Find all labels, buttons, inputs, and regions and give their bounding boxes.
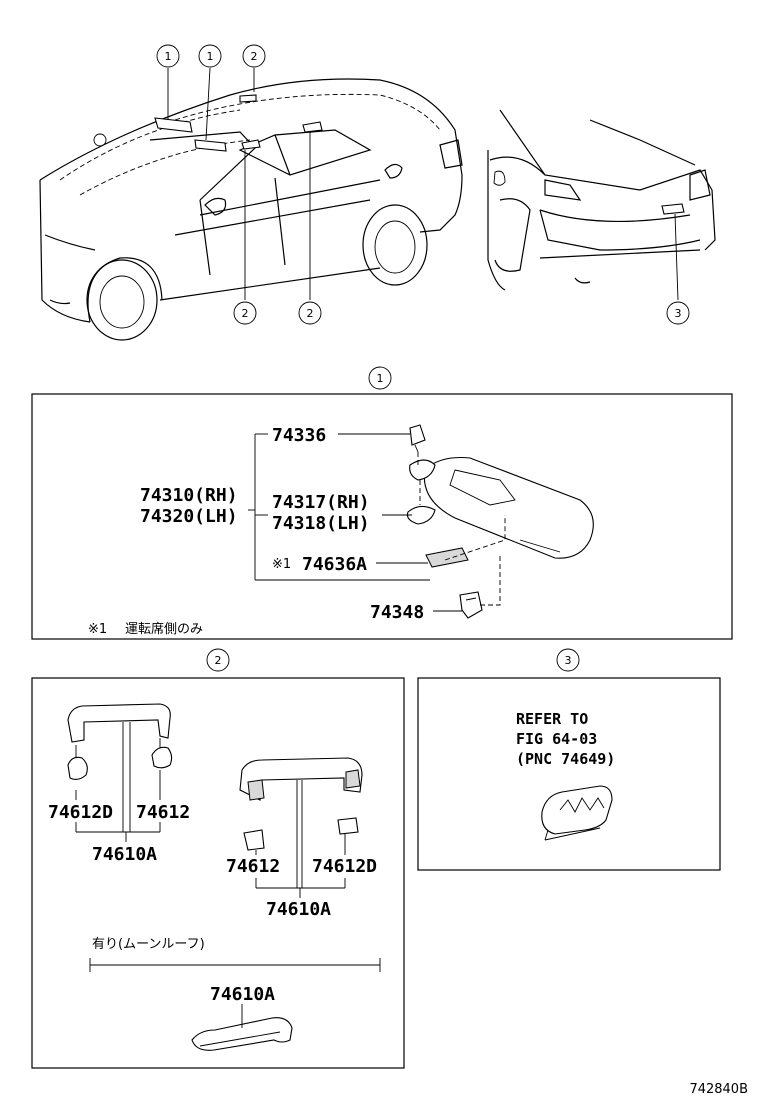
section-3-header: 3 — [556, 648, 580, 672]
svg-text:1: 1 — [207, 50, 214, 63]
svg-text:2: 2 — [307, 307, 314, 320]
figure-code: 742840B — [689, 1082, 748, 1097]
callout-2-vehicle-rear-door: 2 — [298, 301, 322, 325]
callout-1-vehicle-a: 1 — [156, 44, 180, 68]
grip-b-74612d: 74612D — [312, 856, 377, 877]
section-2-header: 2 — [206, 648, 230, 672]
part-74636a: 74636A — [302, 554, 367, 575]
svg-text:2: 2 — [242, 307, 249, 320]
svg-text:3: 3 — [565, 654, 572, 667]
svg-text:3: 3 — [675, 307, 682, 320]
part-74336: 74336 — [272, 425, 326, 446]
callout-1-vehicle-b: 1 — [198, 44, 222, 68]
grip-a-74612d: 74612D — [48, 802, 113, 823]
reference-line-2: FIG 64-03 — [516, 730, 597, 748]
footnote-mark: ※1 — [88, 622, 107, 637]
moonroof-label: 有り(ムーンルーフ) — [92, 937, 205, 952]
part-74317-rh: 74317(RH) — [272, 492, 370, 513]
reference-line-3: (PNC 74649) — [516, 750, 615, 768]
assist-grip-type-b-drawing — [239, 757, 363, 851]
sun-visor-panel — [31, 393, 733, 640]
part-74310-rh: 74310(RH) — [140, 485, 238, 506]
sun-visor-leaders — [248, 433, 462, 612]
assist-grip-type-b-leaders — [255, 780, 346, 898]
svg-text:2: 2 — [215, 654, 222, 667]
svg-text:1: 1 — [377, 372, 384, 385]
assist-grip-type-a-drawing — [67, 703, 173, 781]
grip-a-74610a: 74610A — [92, 844, 157, 865]
part-74318-lh: 74318(LH) — [272, 513, 370, 534]
reference-line-1: REFER TO — [516, 710, 588, 728]
section-1-header: 1 — [368, 366, 392, 390]
callout-3-vehicle-rear: 3 — [666, 301, 690, 325]
part-74348: 74348 — [370, 602, 424, 623]
svg-text:1: 1 — [165, 50, 172, 63]
reference-panel — [417, 677, 721, 871]
assist-grip-type-a-leaders — [75, 722, 161, 842]
vehicle-front-view — [39, 78, 463, 341]
assist-grip-type-c-drawing — [191, 1017, 293, 1051]
callout-2-vehicle-roof: 2 — [242, 44, 266, 68]
callout-2-vehicle-front-door: 2 — [233, 301, 257, 325]
grip-a-74612: 74612 — [136, 802, 190, 823]
sun-visor-drawing — [406, 424, 594, 619]
grip-b-74612: 74612 — [226, 856, 280, 877]
vehicle-rear-view — [487, 109, 716, 291]
part-74320-lh: 74320(LH) — [140, 506, 238, 527]
grip-b-74610a: 74610A — [266, 899, 331, 920]
overview-leaders — [167, 67, 679, 301]
footnote-text: 運転席側のみ — [125, 621, 203, 637]
grip-c-74610a: 74610A — [210, 984, 275, 1005]
moonroof-bracket — [89, 958, 381, 972]
svg-text:2: 2 — [251, 50, 258, 63]
part-74636a-mark: ※1 — [272, 557, 291, 572]
assist-grip-panel — [31, 677, 405, 1069]
license-lamp-drawing — [541, 785, 613, 841]
